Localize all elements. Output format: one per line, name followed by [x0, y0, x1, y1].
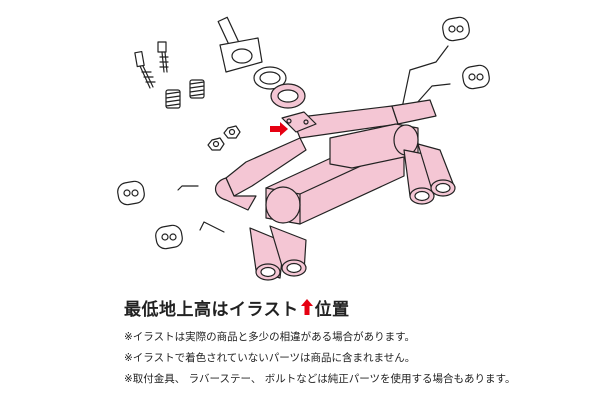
up-arrow-icon — [300, 298, 314, 322]
caption-block: 最低地上高はイラスト 位置 ※イラストは実際の商品と多少の相違がある場合がありま… — [124, 298, 594, 393]
exhaust-pipe — [214, 99, 437, 211]
bolt-icon — [134, 50, 156, 89]
bolt-icon — [157, 41, 169, 73]
rubber-hanger-icon — [155, 224, 183, 250]
tailpipe-icon — [403, 143, 456, 205]
hanger-rod — [177, 45, 451, 233]
ground-clearance-heading: 最低地上高はイラスト 位置 — [124, 298, 594, 322]
tailpipe-icon — [249, 225, 307, 281]
front-flange-icon — [217, 16, 263, 73]
note-line: ※取付金具、 ラバーステー、 ボルトなどは純正パーツを使用する場合もあります。 — [124, 373, 516, 385]
gasket-icon — [270, 83, 306, 109]
spring-icon — [189, 79, 205, 99]
rubber-hanger-icon — [462, 64, 490, 90]
heading-text-after: 位置 — [314, 300, 350, 320]
heading-text-before: 最低地上高はイラスト — [124, 300, 299, 320]
nut-icon — [207, 137, 225, 151]
spring-icon — [165, 89, 181, 109]
inlet-flange-icon — [281, 111, 317, 133]
nut-icon — [223, 125, 241, 139]
rubber-hanger-icon — [442, 16, 470, 42]
exhaust-system-diagram — [117, 16, 490, 281]
indicator-arrow-icon — [270, 122, 288, 136]
note-line: ※イラストは実際の商品と多少の相違がある場合があります。 — [124, 331, 416, 343]
muffler-icon — [329, 123, 419, 169]
rubber-hanger-icon — [117, 180, 145, 206]
note-line: ※イラストで着色されていないパーツは商品に含まれません。 — [124, 352, 416, 364]
gasket-icon — [253, 66, 287, 90]
